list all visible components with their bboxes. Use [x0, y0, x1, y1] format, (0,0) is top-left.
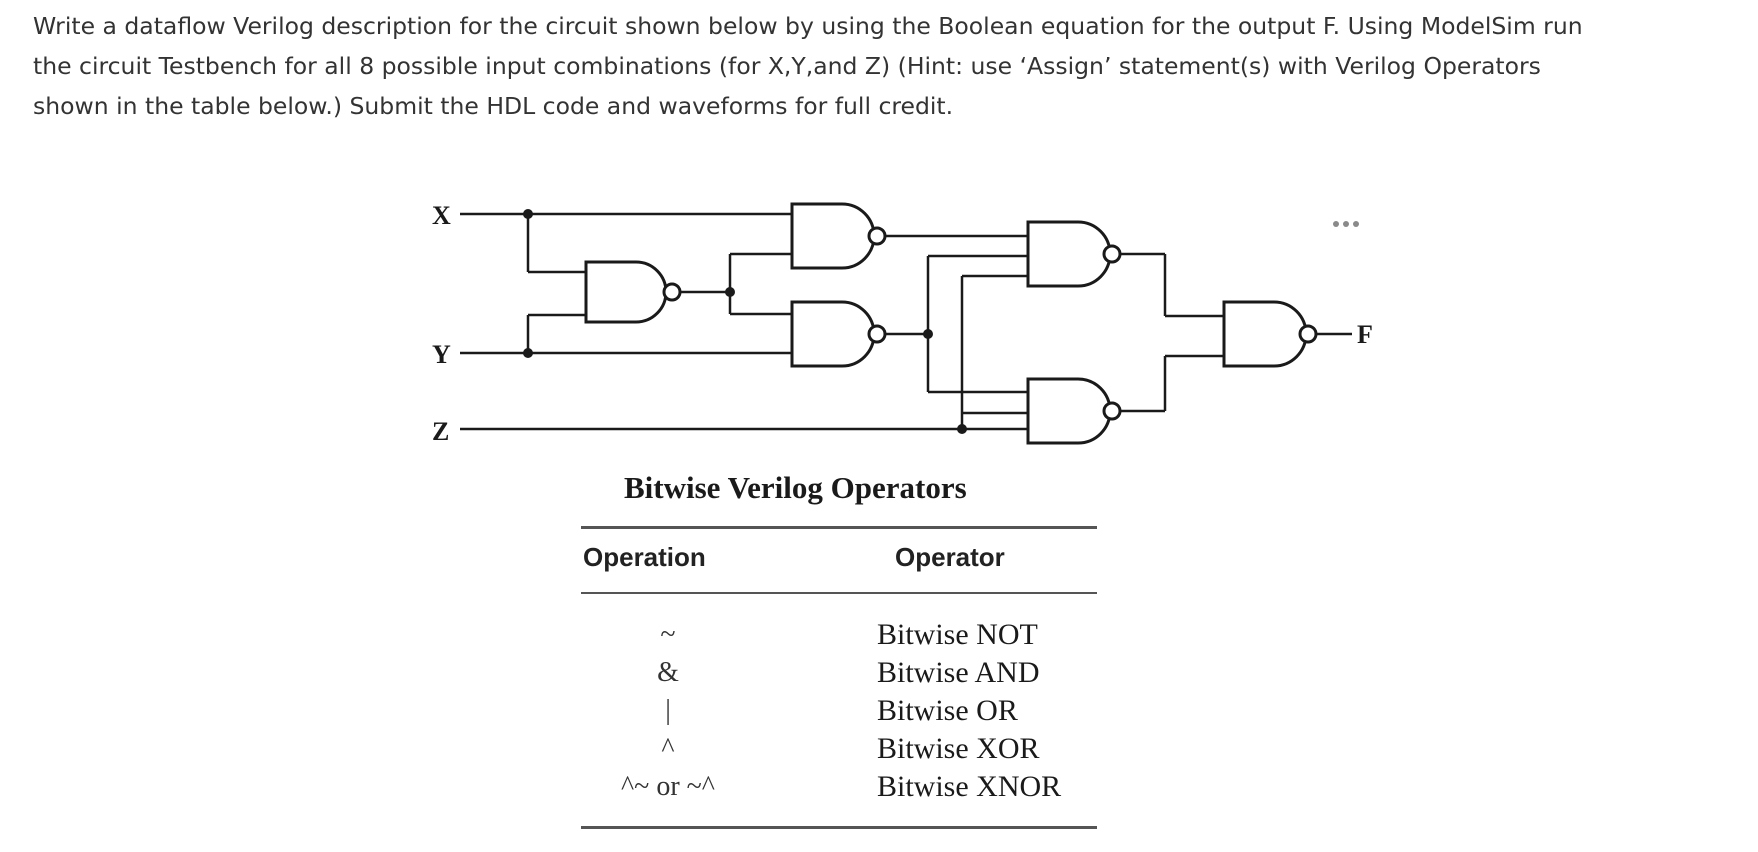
operator-symbol: ^: [661, 733, 675, 764]
input-label-y: Y: [432, 340, 451, 369]
operator-name-column: Bitwise NOT Bitwise AND Bitwise OR Bitwi…: [877, 616, 1061, 806]
table-header-rule: [581, 592, 1097, 594]
operator-name: Bitwise AND: [877, 656, 1040, 689]
nand-gate-1: [584, 260, 682, 324]
nand-gate-2: [790, 202, 887, 270]
operation-column: ~ & | ^ ^~ or ~^: [570, 616, 766, 806]
operator-name: Bitwise XNOR: [877, 770, 1062, 803]
operator-name: Bitwise NOT: [877, 618, 1038, 651]
nand-gate-5: [1026, 377, 1122, 445]
operator-name: Bitwise OR: [877, 694, 1018, 727]
operator-symbol: &: [657, 657, 679, 688]
nand-gate-4: [1026, 220, 1122, 288]
dot-icon: [1343, 221, 1349, 227]
output-label-f: F: [1357, 320, 1373, 349]
more-options-button[interactable]: [1324, 212, 1368, 236]
dot-icon: [1353, 221, 1359, 227]
table-bottom-rule: [581, 826, 1097, 829]
operator-symbol: ~: [660, 619, 676, 650]
input-label-x: X: [432, 201, 451, 230]
question-line-1: Write a dataflow Verilog description for…: [33, 12, 1583, 40]
dot-icon: [1333, 221, 1339, 227]
question-line-2: the circuit Testbench for all 8 possible…: [33, 52, 1541, 80]
operator-name: Bitwise XOR: [877, 732, 1040, 765]
column-header-operation: Operation: [583, 542, 706, 572]
operator-symbol: |: [665, 695, 671, 726]
table-top-rule: [581, 526, 1097, 529]
column-header-operator: Operator: [895, 542, 1005, 572]
input-label-z: Z: [432, 417, 449, 446]
question-line-3: shown in the table below.) Submit the HD…: [33, 92, 954, 120]
table-title: Bitwise Verilog Operators: [624, 470, 967, 505]
question-text: Write a dataflow Verilog description for…: [33, 6, 1753, 126]
nand-gate-3: [790, 300, 887, 368]
nand-gate-output: [1222, 300, 1318, 368]
operator-symbol: ^~ or ~^: [621, 771, 715, 802]
